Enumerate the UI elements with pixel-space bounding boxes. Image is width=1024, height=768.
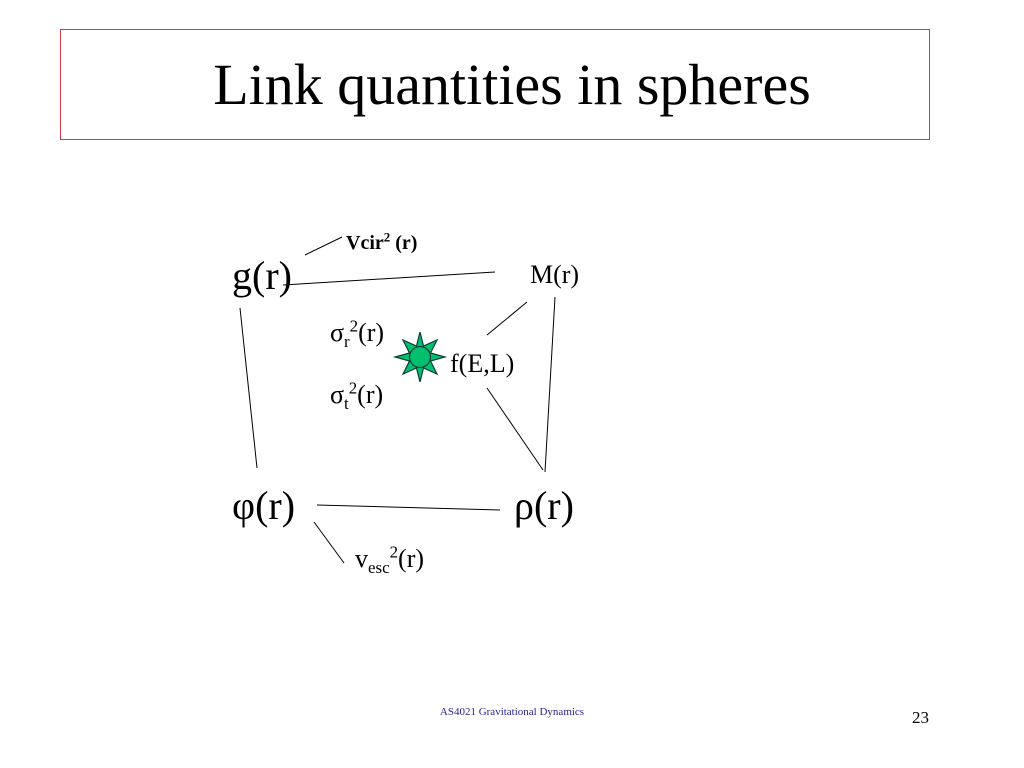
node-g: g(r) [232, 253, 292, 298]
link-g-vcir [304, 236, 343, 256]
link-phi-rho [316, 504, 501, 511]
sun-icon [392, 331, 448, 383]
node-vesc: vesc2(r) [355, 542, 425, 578]
link-phi-vesc [313, 521, 345, 564]
node-f: f(E,L) [450, 349, 515, 378]
slide-footer: AS4021 Gravitational Dynamics [439, 706, 585, 718]
node-sigma-r: σr2(r) [330, 316, 385, 352]
link-f-rho [486, 387, 544, 471]
link-M-f [486, 301, 528, 336]
node-M: M(r) [530, 260, 580, 289]
title-box [60, 29, 930, 140]
page-number: 23 [912, 708, 929, 727]
node-vcir: Vcir2 (r) [346, 229, 418, 254]
node-sigma-t: σt2(r) [330, 378, 384, 414]
link-g-phi [239, 307, 258, 469]
slide-title: Link quantities in spheres [213, 52, 811, 117]
node-rho: ρ(r) [514, 483, 574, 528]
link-g-M [282, 271, 496, 286]
link-M-rho [544, 296, 556, 473]
node-phi: φ(r) [232, 483, 296, 528]
